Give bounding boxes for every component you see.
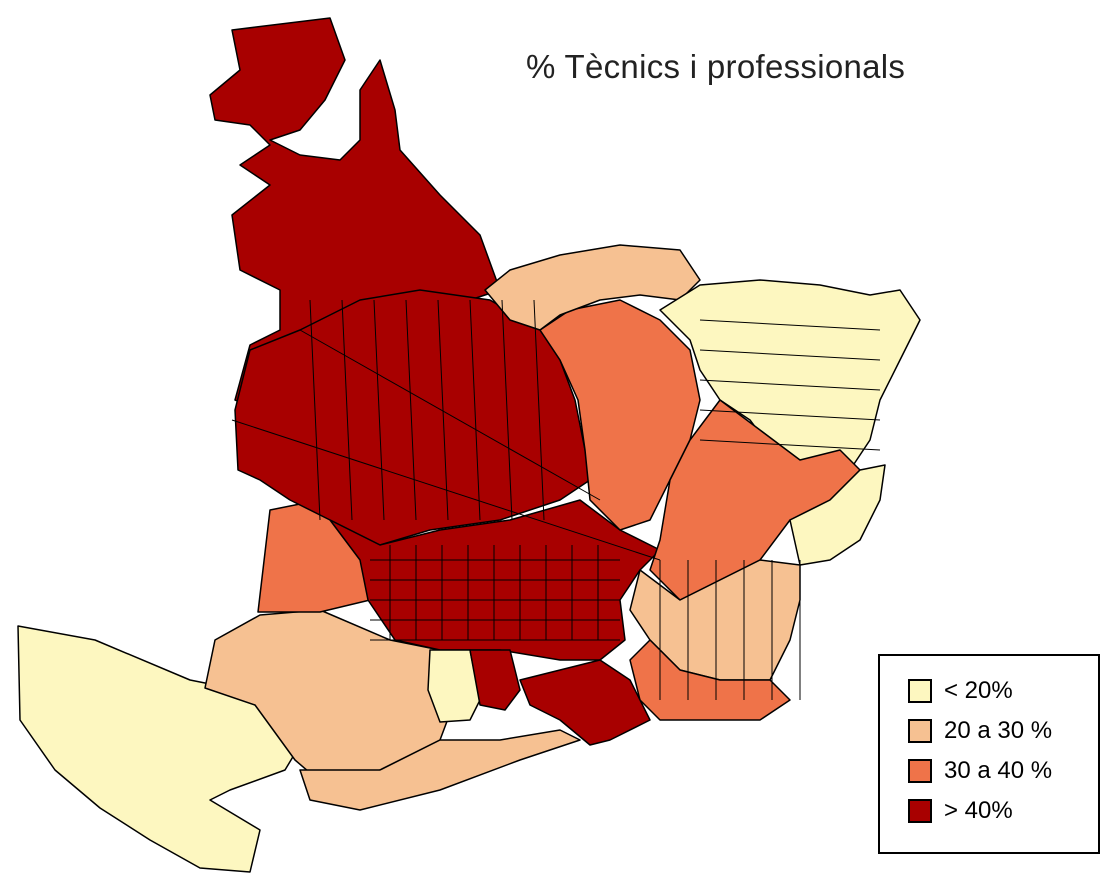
boundary-line xyxy=(699,409,881,421)
district-boundaries xyxy=(231,299,881,700)
legend-item: 30 a 40 % xyxy=(908,756,1052,786)
boundary-line xyxy=(373,299,385,521)
legend-label: 30 a 40 % xyxy=(944,757,1053,784)
legend-swatch xyxy=(908,719,932,743)
map-legend: < 20% 20 a 30 % 30 a 40 % > 40% xyxy=(878,654,1100,854)
boundary-line xyxy=(405,299,417,521)
legend-swatch xyxy=(908,759,932,783)
legend-item: < 20% xyxy=(908,676,1013,706)
boundary-line xyxy=(699,379,881,391)
boundary-line xyxy=(699,439,881,451)
legend-item: > 40% xyxy=(908,796,1013,826)
boundary-line xyxy=(699,349,881,361)
boundary-line xyxy=(501,299,513,521)
region-sant-marti-east xyxy=(789,464,886,566)
boundary-line xyxy=(341,299,353,521)
legend-swatch xyxy=(908,679,932,703)
map-title: % Tècnics i professionals xyxy=(526,48,906,85)
legend-label: < 20% xyxy=(944,677,1013,704)
legend-swatch xyxy=(908,799,932,823)
boundary-line xyxy=(533,299,545,521)
boundary-line xyxy=(469,299,481,521)
region-port xyxy=(299,729,581,811)
legend-item: 20 a 30 % xyxy=(908,716,1052,746)
boundary-line xyxy=(299,329,601,501)
boundary-line xyxy=(231,419,661,561)
boundary-line xyxy=(699,319,881,331)
region-poblenou xyxy=(629,639,791,721)
legend-label: > 40% xyxy=(944,797,1013,824)
legend-label: 20 a 30 % xyxy=(944,717,1053,744)
boundary-line xyxy=(437,299,449,521)
region-vila-olimpica xyxy=(519,659,651,746)
region-born xyxy=(469,649,521,711)
